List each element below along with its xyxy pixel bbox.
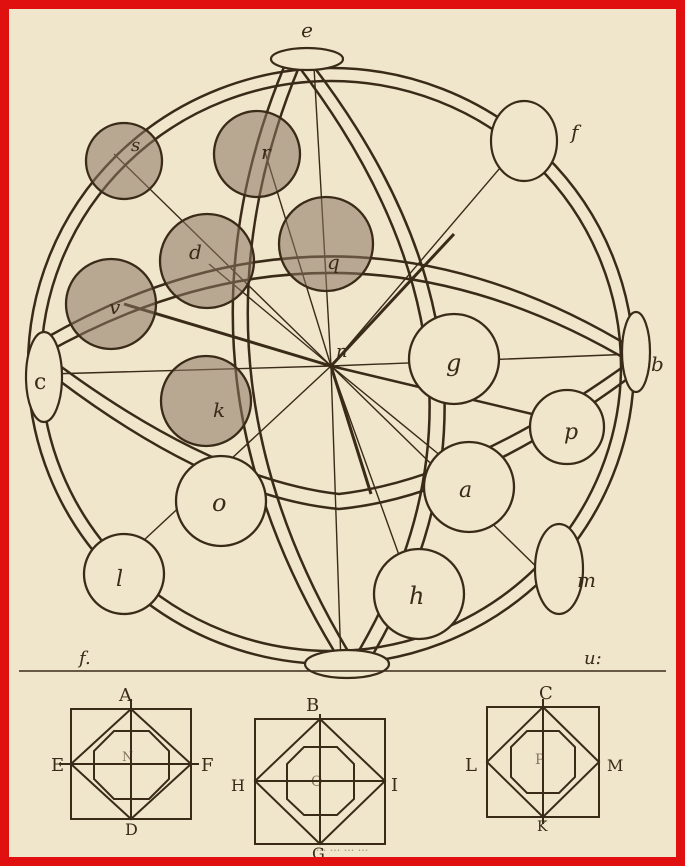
label-r: r: [261, 140, 272, 164]
sq2-center: O: [311, 774, 322, 790]
label-b: b: [651, 352, 664, 376]
circle-s: [86, 123, 162, 199]
sq3-bottom: K: [537, 819, 548, 835]
sq1-left: E: [51, 755, 64, 776]
label-p: p: [564, 420, 578, 445]
label-m: m: [577, 568, 596, 592]
label-a: a: [459, 478, 472, 503]
circle-d: [160, 214, 254, 308]
cap-f: [491, 101, 557, 181]
circle-k: [161, 356, 251, 446]
pole-right-cap: [622, 312, 650, 392]
sq3-center: P: [535, 752, 544, 768]
sq1-center: N: [122, 750, 133, 765]
sq1-right: F: [201, 755, 214, 776]
sq2-right: I: [391, 775, 398, 796]
label-v: v: [109, 295, 121, 319]
label-g: g: [446, 349, 461, 377]
manuscript-page: e f c b n m s r d q v k g p a o l h f. u…: [9, 9, 676, 857]
sq3-right: M: [607, 756, 623, 775]
sq2-top: B: [306, 695, 319, 716]
label-f: f: [569, 120, 582, 144]
cap-m: [535, 524, 583, 614]
divider-right-label: u:: [584, 648, 602, 669]
label-l: l: [116, 567, 123, 592]
label-c: c: [34, 370, 46, 395]
label-k: k: [213, 398, 225, 422]
pole-top-cap: [271, 48, 343, 70]
footer-caption: ... ... ... ...: [316, 841, 368, 854]
pole-bottom-cap: [305, 650, 389, 678]
label-e: e: [301, 18, 313, 42]
sq1-top: A: [118, 685, 133, 706]
circle-r: [214, 111, 300, 197]
label-h: h: [409, 582, 424, 610]
sq3-left: L: [465, 755, 477, 776]
divider-left-label: f.: [77, 648, 91, 669]
sphere-diagram: e f c b n m s r d q v k g p a o l h f. u…: [9, 9, 676, 857]
label-d: d: [189, 240, 202, 264]
sq2-left: H: [231, 776, 245, 795]
sq1-bottom: D: [125, 820, 138, 839]
circle-q: [279, 197, 373, 291]
label-q: q: [327, 250, 340, 274]
label-n: n: [336, 341, 348, 362]
label-s: s: [131, 135, 140, 156]
circle-l: [84, 534, 164, 614]
sq3-top: C: [539, 683, 553, 704]
label-o: o: [212, 489, 226, 517]
